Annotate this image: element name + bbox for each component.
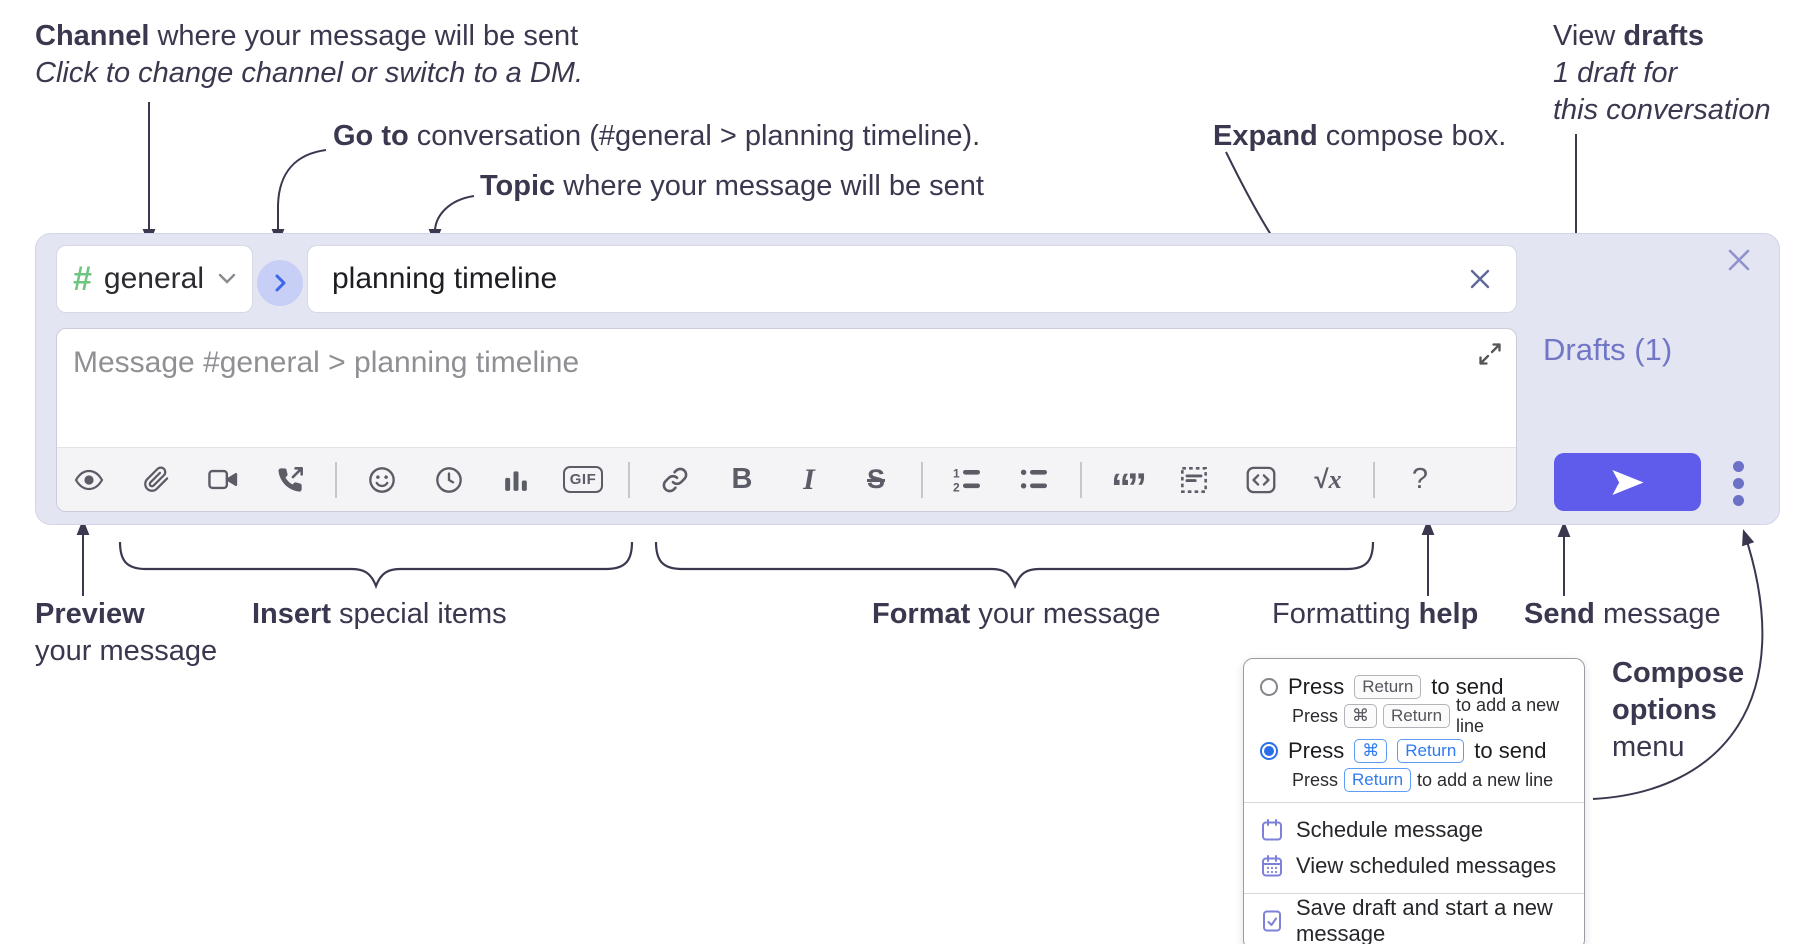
bulleted-list-icon	[1020, 469, 1047, 488]
attach-file-button[interactable]	[134, 452, 178, 508]
preview-button[interactable]	[67, 452, 111, 508]
strikethrough-button[interactable]: S	[854, 452, 898, 508]
send-icon	[1611, 469, 1644, 495]
key-return: Return	[1354, 675, 1422, 699]
annotation-goto: Go to conversation (#general > planning …	[333, 120, 981, 152]
key-cmd: ⌘	[1354, 739, 1388, 763]
annotation-formatting-help: Formatting help	[1272, 598, 1479, 630]
voice-call-button[interactable]	[268, 452, 312, 508]
key-cmd: ⌘	[1344, 704, 1378, 728]
quote-button[interactable]: “”	[1105, 452, 1149, 508]
smiley-icon	[369, 466, 395, 493]
toolbar-divider	[335, 461, 337, 498]
bulleted-list-button[interactable]	[1013, 452, 1057, 508]
menu-item-view-scheduled-messages[interactable]: View scheduled messages	[1260, 848, 1568, 884]
svg-text:1: 1	[953, 467, 960, 481]
gif-button[interactable]: GIF	[561, 452, 605, 508]
toolbar-divider	[1373, 461, 1375, 498]
gif-icon: GIF	[562, 466, 604, 493]
menu-item-schedule-message[interactable]: Schedule message	[1260, 812, 1568, 848]
strikethrough-icon: S	[866, 464, 885, 494]
toolbar-divider	[628, 461, 630, 498]
menu-divider	[1244, 802, 1584, 803]
message-input[interactable]: Message #general > planning timeline GIF	[56, 328, 1517, 512]
spoiler-button[interactable]	[1172, 452, 1216, 508]
link-button[interactable]	[653, 452, 697, 508]
video-call-button[interactable]	[201, 452, 245, 508]
toolbar-divider	[921, 461, 923, 498]
option-cmd-enter-to-send-hint: Press Return to add a new line	[1292, 767, 1568, 793]
emoji-button[interactable]	[360, 452, 404, 508]
formatting-help-button[interactable]: ?	[1398, 452, 1442, 508]
annotation-channel: Channel where your message will be sent …	[35, 20, 584, 89]
close-compose-icon[interactable]	[1725, 246, 1753, 274]
option-enter-to-send-hint: Press ⌘ Return to add a new line	[1292, 695, 1560, 736]
math-button[interactable]: √x	[1306, 452, 1350, 508]
annotation-format: Format your message	[872, 598, 1161, 630]
phone-call-icon	[278, 466, 303, 492]
channel-selector[interactable]: # general	[56, 245, 253, 313]
chevron-right-icon	[270, 272, 290, 294]
code-button[interactable]	[1239, 452, 1283, 508]
chevron-down-icon	[218, 273, 236, 285]
compose-options-button[interactable]	[1733, 461, 1744, 506]
code-icon	[1246, 466, 1276, 493]
annotation-drafts: View drafts 1 draft for this conversatio…	[1553, 20, 1771, 126]
drafts-link[interactable]: Drafts (1)	[1543, 332, 1673, 367]
calendar-grid-icon	[1260, 854, 1284, 878]
toolbar-divider	[1080, 461, 1082, 498]
clear-topic-icon[interactable]	[1468, 267, 1492, 291]
bar-chart-icon	[505, 470, 527, 491]
compose-options-menu: Press Return to send Press ⌘ Return to a…	[1243, 658, 1585, 944]
topic-value: planning timeline	[332, 262, 558, 295]
poll-button[interactable]	[494, 452, 538, 508]
option-enter-to-send[interactable]: Press Return to send	[1260, 671, 1568, 703]
annotation-topic: Topic where your message will be sent	[480, 170, 984, 202]
quote-icon: “”	[1111, 465, 1147, 510]
time-button[interactable]	[427, 452, 471, 508]
link-icon	[662, 467, 688, 492]
key-return: Return	[1383, 704, 1451, 728]
send-button[interactable]	[1554, 453, 1701, 511]
annotation-insert: Insert special items	[252, 598, 507, 630]
bold-button[interactable]: B	[720, 452, 764, 508]
annotation-expand: Expand compose box.	[1213, 120, 1507, 152]
eye-icon	[74, 469, 104, 490]
video-camera-icon	[208, 469, 238, 490]
calendar-icon	[1260, 818, 1284, 842]
option-cmd-enter-to-send[interactable]: Press ⌘ Return to send	[1260, 735, 1568, 767]
bold-icon: B	[731, 463, 753, 495]
math-icon: √x	[1314, 464, 1342, 494]
italic-button[interactable]: I	[787, 452, 831, 508]
menu-divider	[1244, 893, 1584, 894]
expand-compose-icon[interactable]	[1478, 342, 1502, 366]
key-return: Return	[1397, 739, 1465, 763]
compose-box: # general planning timeline Message #gen…	[35, 233, 1780, 525]
annotation-preview: Preview your message	[35, 598, 218, 667]
go-to-conversation-button[interactable]	[257, 260, 303, 306]
topic-input[interactable]: planning timeline	[307, 245, 1517, 313]
key-return: Return	[1344, 768, 1412, 792]
svg-text:2: 2	[953, 480, 960, 493]
radio-selected-icon[interactable]	[1260, 742, 1278, 760]
channel-name: general	[103, 262, 204, 295]
annotation-send: Send message	[1524, 598, 1721, 630]
message-placeholder: Message #general > planning timeline	[73, 346, 580, 379]
channel-hash-icon: #	[73, 260, 92, 298]
italic-icon: I	[803, 462, 815, 496]
draft-check-icon	[1260, 909, 1284, 933]
annotation-compose-options: Compose options menu	[1612, 657, 1745, 763]
radio-unselected-icon[interactable]	[1260, 678, 1278, 696]
numbered-list-icon: 12	[953, 467, 980, 493]
clock-icon	[436, 466, 462, 493]
question-mark-icon: ?	[1411, 463, 1429, 495]
menu-item-save-draft[interactable]: Save draft and start a new message	[1260, 895, 1568, 944]
paperclip-icon	[143, 466, 168, 492]
spoiler-icon	[1181, 466, 1207, 493]
